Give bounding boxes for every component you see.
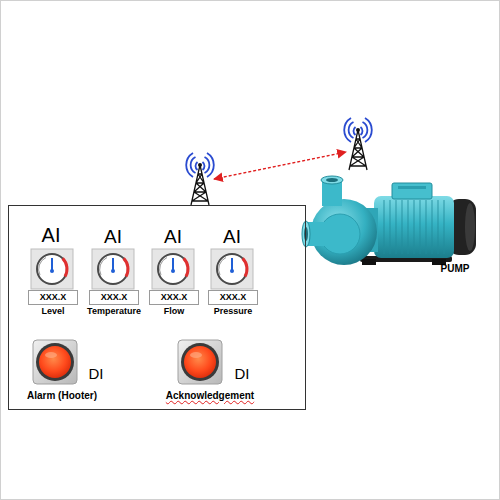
- channel-label: Temperature: [87, 306, 141, 316]
- signal-type: DI: [89, 365, 104, 382]
- equipment-label: PUMP: [441, 263, 470, 274]
- gauge-dial: [31, 249, 73, 289]
- panel-antenna: [186, 153, 214, 205]
- channel-label: Level: [41, 306, 64, 316]
- reading-value: XXX.X: [150, 291, 198, 304]
- motor-end-cap: [465, 203, 475, 251]
- signal-type: AI: [223, 226, 241, 248]
- reading-value: XXX.X: [209, 291, 257, 304]
- terminal-box: [392, 183, 432, 199]
- pump-antenna: [344, 118, 372, 170]
- signal-type: DI: [235, 365, 250, 382]
- value-box: XXX.XLevel: [28, 290, 78, 305]
- outlet-pipe: [321, 176, 343, 184]
- wireless-link: [214, 152, 346, 179]
- gauge-dial: [211, 249, 253, 289]
- inlet-pipe: [302, 221, 310, 247]
- terminal-box: [398, 186, 426, 189]
- value-box: XXX.XPressure: [208, 290, 258, 305]
- outlet-pipe: [326, 178, 338, 182]
- reading-value: XXX.X: [90, 291, 138, 304]
- pump-illustration: [302, 176, 476, 265]
- channel-label: Flow: [164, 306, 185, 316]
- inlet-pipe: [304, 227, 308, 241]
- gauge-dial: [152, 249, 194, 289]
- reading-value: XXX.X: [29, 291, 77, 304]
- value-box: XXX.XFlow: [149, 290, 199, 305]
- push-button: [33, 340, 77, 384]
- button-label: Acknowledgement: [166, 390, 254, 401]
- signal-type: AI: [42, 224, 61, 247]
- value-box: XXX.XTemperature: [89, 290, 139, 305]
- gauge-dial: [92, 249, 134, 289]
- push-button: [178, 340, 222, 384]
- signal-type: AI: [164, 226, 182, 248]
- motor-body: [374, 196, 454, 258]
- pump-foot: [362, 259, 376, 265]
- signal-type: AI: [104, 226, 122, 248]
- button-label: Alarm (Hooter): [27, 390, 97, 401]
- motor-fins: [384, 200, 444, 254]
- channel-label: Pressure: [214, 306, 253, 316]
